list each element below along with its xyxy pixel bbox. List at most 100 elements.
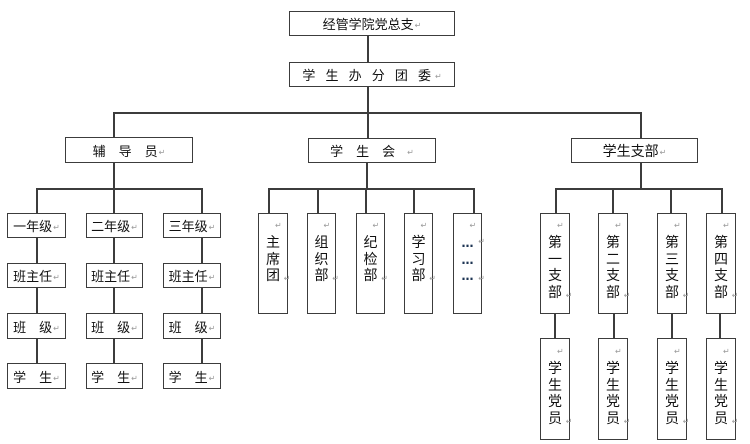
class-box: 班 级↵: [7, 313, 66, 339]
return-mark-icon: ↵: [429, 274, 436, 284]
return-mark-icon: ↵: [53, 373, 60, 383]
return-mark-icon: ↵: [659, 148, 667, 157]
return-mark-icon: ↵: [478, 274, 485, 284]
department-box: ↵ 纪检部↵: [356, 213, 388, 314]
department-label: 纪检部: [363, 235, 378, 285]
branch-box: ↵ 第四支部↵: [706, 213, 739, 314]
branch-label: 第一支部: [548, 235, 562, 302]
return-mark-icon: ↵: [469, 221, 477, 230]
connector-line: [613, 314, 615, 338]
department-box: ↵ 学习部↵: [404, 213, 436, 314]
return-mark-icon: ↵: [565, 416, 573, 426]
head-teacher-label: 班主任: [91, 270, 131, 285]
connector-line: [113, 188, 115, 213]
branch-label: 第二支部: [606, 235, 620, 302]
connector-line: [113, 112, 115, 137]
student-label: 学 生: [168, 370, 208, 386]
department-label: 学习部: [411, 235, 426, 285]
ellipsis-label: ………: [461, 236, 474, 284]
student-union-label: 学 生 会: [330, 145, 396, 160]
connector-line: [413, 188, 415, 213]
connector-line: [113, 288, 115, 313]
return-mark-icon: ↵: [53, 323, 60, 333]
department-box-more: ↵ ………↵↵: [453, 213, 485, 314]
counselors-label: 辅 导 员: [92, 144, 158, 160]
branch-label: 第四支部: [714, 235, 728, 302]
branch-box: ↵ 第一支部↵: [540, 213, 573, 314]
connector-line: [113, 163, 115, 188]
grade-label: 一年级: [13, 220, 53, 235]
connector-line: [113, 339, 115, 363]
connector-line: [36, 339, 38, 363]
department-label: 组织部: [314, 235, 329, 285]
return-mark-icon: ↵: [208, 323, 216, 333]
return-mark-icon: ↵: [158, 147, 166, 157]
department-box: ↵ 组织部↵: [307, 213, 339, 314]
connector-line: [367, 87, 369, 112]
return-mark-icon: ↵: [674, 221, 681, 230]
class-box: 班 级↵: [86, 313, 143, 339]
student-union-box: 学 生 会 ↵: [308, 138, 436, 163]
return-mark-icon: ↵: [723, 221, 730, 230]
return-mark-icon: ↵: [407, 148, 414, 157]
connector-line: [268, 188, 474, 190]
connector-line: [640, 163, 642, 188]
head-teacher-label: 班主任: [13, 270, 53, 285]
connector-line: [640, 112, 642, 138]
connector-line: [201, 288, 203, 313]
connector-line: [268, 188, 270, 213]
root-label: 经管学院党总支: [322, 18, 414, 33]
student-box: 学 生↵: [7, 363, 66, 389]
connector-line: [367, 36, 369, 62]
class-label: 班 级: [168, 320, 208, 336]
class-box: 班 级↵: [163, 313, 221, 339]
grade-label: 二年级: [91, 220, 131, 235]
connector-line: [201, 339, 203, 363]
connector-line: [201, 188, 203, 213]
return-mark-icon: ↵: [420, 221, 428, 230]
connector-line: [719, 314, 721, 338]
department-box: ↵ 主席团↵: [258, 213, 291, 314]
connector-line: [201, 238, 203, 263]
connector-line: [367, 112, 369, 138]
connector-line: [555, 188, 557, 213]
return-mark-icon: ↵: [208, 373, 216, 383]
party-members-box: ↵ 学生党员↵: [706, 338, 739, 440]
branch-box: ↵ 第二支部↵: [598, 213, 631, 314]
party-branch-label: 学生支部: [602, 143, 659, 160]
grade-box: 三年级↵: [163, 213, 221, 238]
grade-box: 一年级↵: [7, 213, 66, 238]
branch-box: ↵ 第三支部↵: [657, 213, 690, 314]
return-mark-icon: ↵: [414, 21, 422, 30]
return-mark-icon: ↵: [723, 347, 730, 356]
connector-line: [36, 238, 38, 263]
party-members-box: ↵ 学生党员↵: [598, 338, 631, 440]
return-mark-icon: ↵: [208, 273, 216, 282]
connector-line: [612, 188, 614, 213]
return-mark-icon: ↵: [731, 416, 739, 426]
connector-line: [670, 188, 672, 213]
return-mark-icon: ↵: [623, 290, 631, 300]
party-members-label: 学生党员: [606, 361, 620, 428]
grade-box: 二年级↵: [86, 213, 143, 238]
student-label: 学 生: [13, 370, 53, 386]
return-mark-icon: ↵: [434, 72, 442, 81]
branch-label: 第三支部: [665, 235, 679, 302]
party-members-label: 学生党员: [548, 361, 562, 428]
return-mark-icon: ↵: [674, 347, 681, 356]
grade-label: 三年级: [168, 220, 208, 235]
return-mark-icon: ↵: [332, 274, 339, 284]
committee-box: 学 生 办 分 团 委↵: [289, 62, 455, 87]
connector-line: [113, 238, 115, 263]
return-mark-icon: ↵: [131, 323, 138, 333]
return-mark-icon: ↵: [682, 416, 690, 426]
return-mark-icon: ↵: [53, 273, 60, 282]
connector-line: [473, 188, 475, 213]
return-mark-icon: ↵: [275, 221, 282, 230]
head-teacher-box: 班主任↵: [163, 263, 221, 288]
party-members-box: ↵ 学生党员↵: [657, 338, 690, 440]
committee-label: 学 生 办 分 团 委: [302, 69, 434, 84]
connector-line: [366, 163, 368, 188]
return-mark-icon: ↵: [53, 223, 60, 232]
return-mark-icon: ↵: [565, 290, 573, 300]
